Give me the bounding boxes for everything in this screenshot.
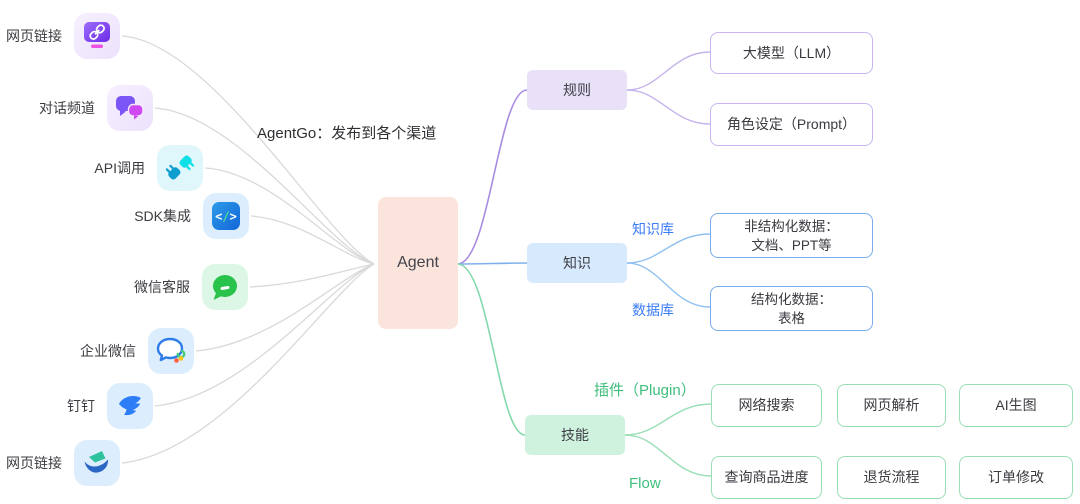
wechat-icon bbox=[202, 264, 248, 310]
leaf-order-modify: 订单修改 bbox=[959, 456, 1073, 499]
svg-text:</>: </> bbox=[215, 210, 237, 224]
branch-rules: 规则 bbox=[527, 70, 627, 110]
leaf-unstructured-data: 非结构化数据： 文档、PPT等 bbox=[710, 213, 873, 258]
channel-dingtalk: 钉钉 bbox=[0, 383, 153, 429]
sdk-code-icon: </> bbox=[203, 193, 249, 239]
annotation-text: AgentGo：发布到各个渠道 bbox=[257, 125, 437, 142]
channel-label: 微信客服 bbox=[134, 279, 190, 295]
edge-label-flow: Flow bbox=[629, 475, 661, 492]
leaf-label-line1: 结构化数据： bbox=[751, 291, 832, 307]
edge-label-knowledge-base: 知识库 bbox=[632, 221, 674, 237]
channel-wecom: 企业微信 bbox=[0, 328, 194, 374]
leaf-wires bbox=[624, 51, 712, 477]
channel-wechat-service: 微信客服 bbox=[0, 264, 248, 310]
channel-label: 网页链接 bbox=[6, 455, 62, 471]
channel-label: API调用 bbox=[94, 160, 145, 176]
edge-label-plugin: 插件（Plugin） bbox=[594, 382, 696, 399]
leaf-label-line2: 文档、PPT等 bbox=[751, 237, 832, 253]
api-plug-icon bbox=[157, 145, 203, 191]
leaf-web-search: 网络搜索 bbox=[711, 384, 822, 427]
web-link-icon bbox=[74, 13, 120, 59]
leaf-ai-image: AI生图 bbox=[959, 384, 1073, 427]
leaf-label: 网络搜索 bbox=[738, 397, 795, 413]
leaf-label: 订单修改 bbox=[988, 469, 1044, 485]
leaf-return-flow: 退货流程 bbox=[837, 456, 946, 499]
channel-label: 企业微信 bbox=[80, 343, 136, 359]
channel-label: 对话频道 bbox=[39, 100, 95, 116]
channel-web-link: 网页链接 bbox=[0, 13, 120, 59]
leaf-label-line1: 非结构化数据： bbox=[744, 218, 839, 234]
channel-label: SDK集成 bbox=[134, 208, 191, 224]
leaf-web-parse: 网页解析 bbox=[837, 384, 946, 427]
leaf-label: AI生图 bbox=[995, 397, 1037, 413]
leaf-query-order-progress: 查询商品进度 bbox=[711, 456, 822, 499]
leaf-label: 查询商品进度 bbox=[724, 469, 809, 485]
channel-label: 钉钉 bbox=[67, 398, 95, 414]
agent-node: Agent bbox=[378, 197, 458, 329]
leaf-label: 角色设定（Prompt） bbox=[726, 116, 857, 132]
leaf-label: 退货流程 bbox=[863, 469, 920, 485]
branch-skills: 技能 bbox=[525, 415, 625, 455]
feishu-icon bbox=[74, 440, 120, 486]
chat-bubbles-icon bbox=[107, 85, 153, 131]
branch-knowledge: 知识 bbox=[527, 243, 627, 283]
leaf-prompt: 角色设定（Prompt） bbox=[710, 103, 873, 146]
channel-sdk: SDK集成 </> bbox=[0, 193, 249, 239]
dingtalk-icon bbox=[107, 383, 153, 429]
leaf-label: 大模型（LLM） bbox=[742, 44, 841, 61]
leaf-label: 网页解析 bbox=[863, 397, 920, 413]
wecom-icon bbox=[148, 328, 194, 374]
branch-wires bbox=[457, 89, 528, 436]
channel-web-link-2: 网页链接 bbox=[0, 440, 120, 486]
leaf-label-line2: 表格 bbox=[778, 310, 805, 326]
channel-label: 网页链接 bbox=[6, 28, 62, 44]
leaf-structured-data: 结构化数据： 表格 bbox=[710, 286, 873, 331]
channel-chat: 对话频道 bbox=[0, 85, 153, 131]
channel-api: API调用 bbox=[0, 145, 203, 191]
channel-wires bbox=[121, 35, 375, 464]
edge-label-database: 数据库 bbox=[632, 302, 674, 318]
leaf-llm: 大模型（LLM） bbox=[710, 32, 873, 74]
